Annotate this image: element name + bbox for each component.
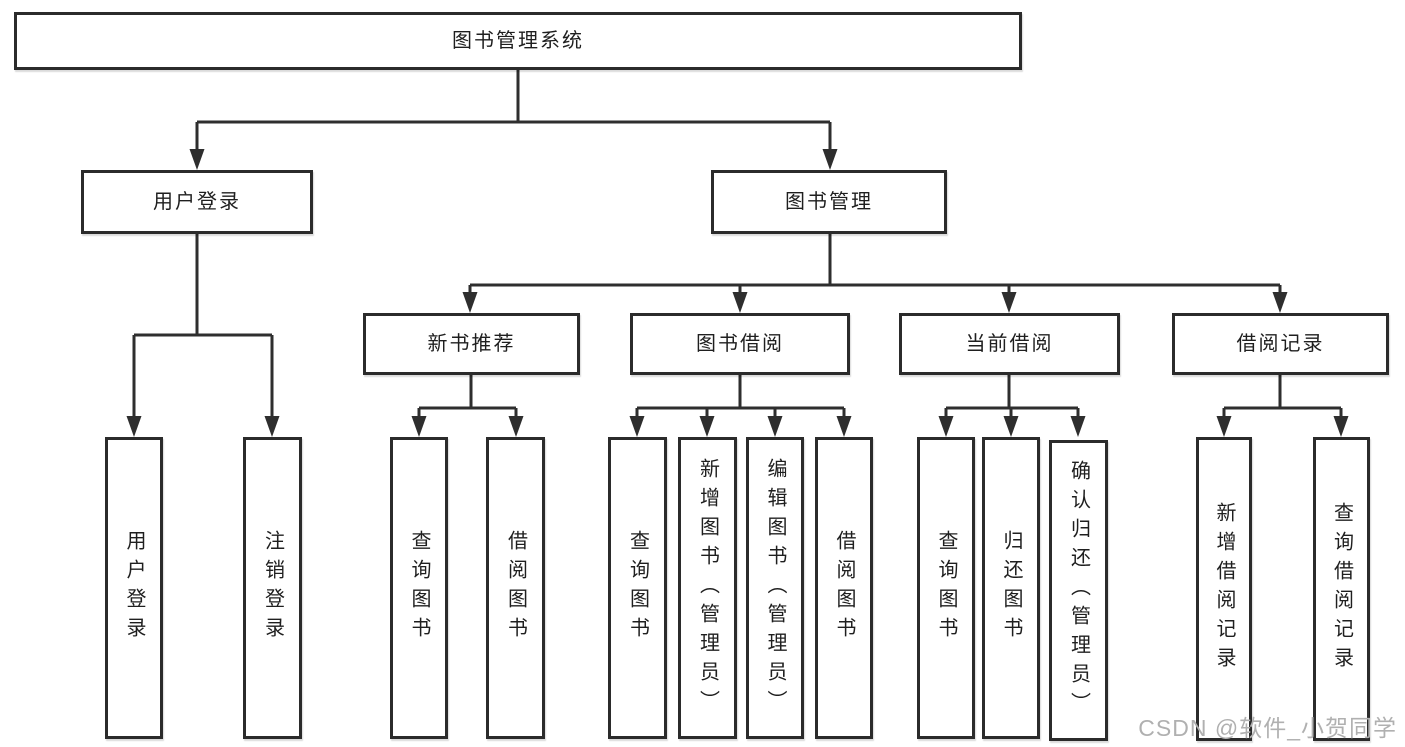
- node-user-login: 用户登录: [81, 170, 313, 234]
- leaf-query-borrow-record: 查询借阅记录: [1313, 437, 1370, 741]
- node-current-borrowing: 当前借阅: [899, 313, 1120, 375]
- leaf-add-borrow-record: 新增借阅记录: [1196, 437, 1252, 741]
- leaf-borrow-books-recommend: 借阅图书: [486, 437, 545, 739]
- node-new-book-recommend: 新书推荐: [363, 313, 580, 375]
- node-label: 查询借阅记录: [1330, 502, 1353, 676]
- node-label: 借阅记录: [1236, 333, 1325, 355]
- node-label: 用户登录: [153, 191, 241, 213]
- watermark: CSDN @软件_小贺同学: [1138, 715, 1397, 741]
- leaf-edit-book-admin: 编辑图书（管理员）: [746, 437, 804, 739]
- leaf-borrow-books: 借阅图书: [815, 437, 873, 739]
- node-label: 新书推荐: [427, 333, 516, 355]
- edges-new-book-recommend: [411, 375, 524, 437]
- edges-user-login: [126, 234, 280, 437]
- node-library-system: 图书管理系统: [14, 12, 1022, 70]
- node-label: 确认归还（管理员）: [1067, 460, 1090, 721]
- node-label: 图书管理: [785, 191, 873, 213]
- edges-book-borrowing: [629, 375, 852, 437]
- leaf-return-books: 归还图书: [982, 437, 1040, 739]
- leaf-user-login: 用户登录: [105, 437, 163, 739]
- leaf-confirm-return-admin: 确认归还（管理员）: [1049, 440, 1108, 741]
- node-label: 用户登录: [123, 530, 145, 646]
- node-label: 借阅图书: [833, 530, 855, 646]
- edges-borrowing-records: [1216, 375, 1349, 437]
- edges-book-management: [462, 234, 1288, 313]
- node-label: 借阅图书: [504, 530, 527, 646]
- leaf-query-books-borrowing: 查询图书: [608, 437, 667, 739]
- node-borrowing-records: 借阅记录: [1172, 313, 1389, 375]
- node-label: 注销登录: [261, 530, 284, 646]
- leaf-add-book-admin: 新增图书（管理员）: [678, 437, 737, 739]
- node-label: 新增图书（管理员）: [696, 457, 719, 719]
- node-label: 查询图书: [935, 530, 957, 646]
- node-book-management: 图书管理: [711, 170, 947, 234]
- leaf-logout: 注销登录: [243, 437, 302, 739]
- node-label: 图书管理系统: [452, 30, 584, 52]
- leaf-query-books-recommend: 查询图书: [390, 437, 448, 739]
- leaf-query-books-current: 查询图书: [917, 437, 975, 739]
- node-label: 新增借阅记录: [1213, 502, 1235, 676]
- node-label: 查询图书: [626, 530, 649, 646]
- node-label: 图书借阅: [696, 333, 784, 355]
- edges-root: [189, 70, 838, 170]
- node-label: 归还图书: [1000, 530, 1022, 646]
- node-label: 查询图书: [408, 530, 430, 646]
- node-label: 当前借阅: [965, 333, 1054, 355]
- node-label: 编辑图书（管理员）: [764, 457, 786, 719]
- node-book-borrowing: 图书借阅: [630, 313, 850, 375]
- edges-current-borrowing: [938, 375, 1086, 437]
